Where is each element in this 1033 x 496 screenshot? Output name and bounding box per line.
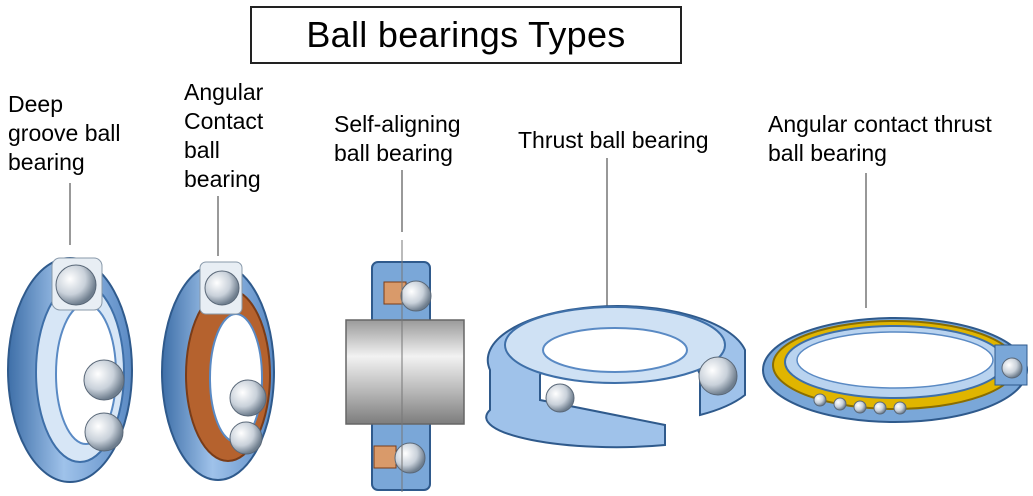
angular-thrust-bearing-drawing [762, 317, 1028, 423]
angular-contact-bearing-drawing [161, 261, 275, 481]
label-deep-groove: Deep groove ball bearing [8, 91, 121, 175]
label-self-aligning: Self-aligning ball bearing [334, 111, 461, 166]
thrust-bearing-drawing [485, 305, 746, 449]
page-title: Ball bearings Types [306, 14, 626, 55]
deep-groove-bearing-drawing [7, 257, 133, 483]
self-aligning-bearing-drawing [345, 240, 465, 492]
label-thrust: Thrust ball bearing [518, 127, 709, 153]
label-angular-thrust: Angular contact thrust ball bearing [768, 111, 992, 166]
label-angular-contact: Angular Contact ball bearing [184, 79, 264, 192]
leader-lines [69, 158, 867, 312]
title-box: Ball bearings Types [250, 6, 682, 64]
